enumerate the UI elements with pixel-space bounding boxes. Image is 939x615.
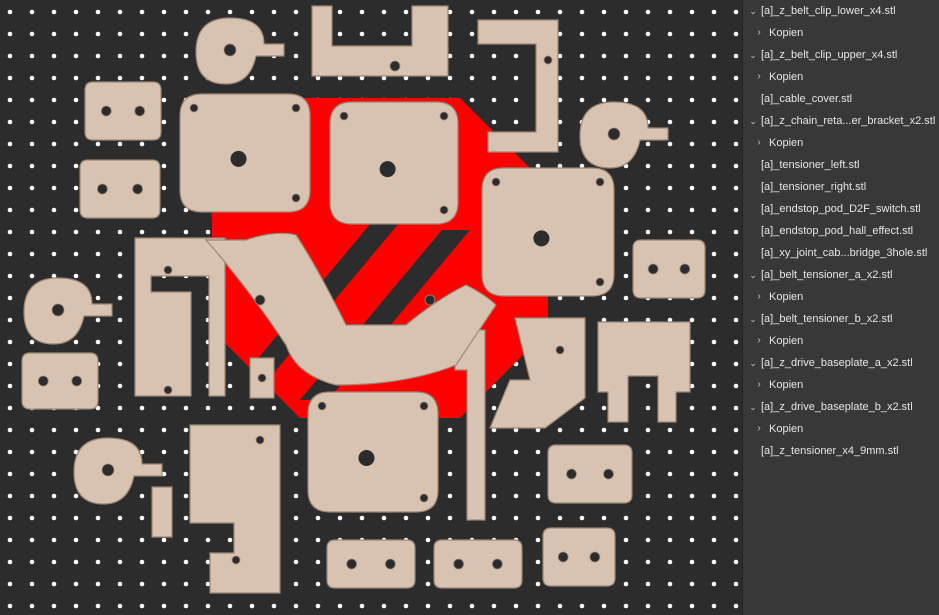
- object-list-item[interactable]: [a]_z_tensioner_x4_9mm.stl: [743, 440, 939, 462]
- object-list-item-label: Kopien: [769, 27, 804, 39]
- part-block-3[interactable]: [21, 352, 99, 410]
- part-belt-clip-2[interactable]: [579, 101, 669, 169]
- object-list-item-label: [a]_tensioner_left.stl: [761, 159, 860, 171]
- chevron-down-icon[interactable]: ⌄: [749, 270, 757, 280]
- object-list-item[interactable]: ⌄ [a]_z_belt_clip_lower_x4.stl: [743, 0, 939, 22]
- part-belt-clip-3[interactable]: [23, 277, 113, 345]
- object-list-item-label: [a]_belt_tensioner_a_x2.stl: [761, 269, 893, 281]
- object-list-item[interactable]: [a]_tensioner_right.stl: [743, 176, 939, 198]
- print-bed-viewport[interactable]: [0, 0, 742, 615]
- printed-parts-layer: [21, 5, 706, 594]
- chevron-right-icon[interactable]: ›: [757, 335, 761, 346]
- object-list-item[interactable]: [a]_xy_joint_cab...bridge_3hole.stl: [743, 242, 939, 264]
- object-list-item-label: Kopien: [769, 71, 804, 83]
- chevron-down-icon[interactable]: ⌄: [749, 116, 757, 126]
- part-chain-bracket[interactable]: [454, 317, 586, 521]
- object-list-copies-item[interactable]: › Kopien: [743, 374, 939, 396]
- part-u-bracket-3[interactable]: [597, 321, 691, 423]
- part-tensioner-left[interactable]: [134, 237, 226, 397]
- chevron-right-icon[interactable]: ›: [757, 27, 761, 38]
- part-block-1[interactable]: [84, 81, 162, 141]
- object-list-item-label: [a]_z_tensioner_x4_9mm.stl: [761, 445, 899, 457]
- object-list-item[interactable]: [a]_endstop_pod_D2F_switch.stl: [743, 198, 939, 220]
- part-u-bracket-1[interactable]: [311, 5, 449, 77]
- part-belt-clip-1[interactable]: [195, 17, 285, 85]
- object-list-item-label: [a]_xy_joint_cab...bridge_3hole.stl: [761, 247, 928, 259]
- object-list-item-label: Kopien: [769, 379, 804, 391]
- part-xy-joint-bridge[interactable]: [204, 232, 497, 386]
- object-list-item-label: [a]_endstop_pod_hall_effect.stl: [761, 225, 914, 237]
- object-list-copies-item[interactable]: › Kopien: [743, 286, 939, 308]
- object-list-item[interactable]: ⌄ [a]_z_drive_baseplate_a_x2.stl: [743, 352, 939, 374]
- object-list-item-label: [a]_z_drive_baseplate_a_x2.stl: [761, 357, 913, 369]
- part-endstop-pod[interactable]: [249, 357, 275, 399]
- object-list-panel: ⌄[a]_z_belt_clip_lower_x4.stl›Kopien⌄[a]…: [743, 0, 939, 615]
- object-list-item-label: Kopien: [769, 335, 804, 347]
- part-drive-plate-1[interactable]: [179, 93, 311, 213]
- part-block-7[interactable]: [433, 539, 523, 589]
- panel-divider[interactable]: [742, 0, 743, 615]
- object-list-item-label: [a]_tensioner_right.stl: [761, 181, 867, 193]
- object-list-copies-item[interactable]: › Kopien: [743, 330, 939, 352]
- chevron-down-icon[interactable]: ⌄: [749, 402, 757, 412]
- part-drive-plate-3[interactable]: [481, 167, 615, 297]
- part-u-bracket-2[interactable]: [477, 19, 559, 153]
- object-list-item-label: [a]_z_belt_clip_lower_x4.stl: [761, 5, 896, 17]
- object-list-item-label: Kopien: [769, 423, 804, 435]
- chevron-right-icon[interactable]: ›: [757, 137, 761, 148]
- object-list-item[interactable]: [a]_tensioner_left.stl: [743, 154, 939, 176]
- object-list-copies-item[interactable]: › Kopien: [743, 22, 939, 44]
- object-list-item[interactable]: [a]_endstop_pod_hall_effect.stl: [743, 220, 939, 242]
- part-block-2[interactable]: [79, 159, 161, 219]
- build-plate-view[interactable]: [0, 0, 742, 615]
- part-block-5[interactable]: [542, 527, 616, 587]
- chevron-down-icon[interactable]: ⌄: [749, 6, 757, 16]
- object-list-item-label: Kopien: [769, 291, 804, 303]
- object-list-item-label: [a]_belt_tensioner_b_x2.stl: [761, 313, 893, 325]
- chevron-right-icon[interactable]: ›: [757, 379, 761, 390]
- object-list-item[interactable]: ⌄ [a]_z_belt_clip_upper_x4.stl: [743, 44, 939, 66]
- object-list-copies-item[interactable]: › Kopien: [743, 66, 939, 88]
- part-belt-clip-4[interactable]: [73, 437, 163, 505]
- object-list-item-label: Kopien: [769, 137, 804, 149]
- object-list-item[interactable]: ⌄ [a]_z_chain_reta...er_bracket_x2.stl: [743, 110, 939, 132]
- part-block-6[interactable]: [326, 539, 416, 589]
- object-list-item[interactable]: ⌄ [a]_belt_tensioner_b_x2.stl: [743, 308, 939, 330]
- object-list-copies-item[interactable]: › Kopien: [743, 132, 939, 154]
- part-drive-plate-4[interactable]: [307, 391, 439, 513]
- part-drive-plate-2[interactable]: [329, 101, 459, 225]
- part-tensioner-right[interactable]: [189, 424, 281, 594]
- chevron-down-icon[interactable]: ⌄: [749, 50, 757, 60]
- object-list-item-label: [a]_z_drive_baseplate_b_x2.stl: [761, 401, 913, 413]
- chevron-down-icon[interactable]: ⌄: [749, 358, 757, 368]
- chevron-right-icon[interactable]: ›: [757, 71, 761, 82]
- object-list-item[interactable]: ⌄ [a]_belt_tensioner_a_x2.stl: [743, 264, 939, 286]
- object-list-item-label: [a]_z_belt_clip_upper_x4.stl: [761, 49, 898, 61]
- object-list-item[interactable]: ⌄ [a]_z_drive_baseplate_b_x2.stl: [743, 396, 939, 418]
- object-list-copies-item[interactable]: › Kopien: [743, 418, 939, 440]
- object-list-item-label: [a]_z_chain_reta...er_bracket_x2.stl: [761, 115, 936, 127]
- part-cable-cover[interactable]: [151, 486, 173, 538]
- chevron-down-icon[interactable]: ⌄: [749, 314, 757, 324]
- object-list: ⌄[a]_z_belt_clip_lower_x4.stl›Kopien⌄[a]…: [743, 0, 939, 462]
- chevron-right-icon[interactable]: ›: [757, 423, 761, 434]
- object-list-item-label: [a]_endstop_pod_D2F_switch.stl: [761, 203, 921, 215]
- part-block-8[interactable]: [632, 239, 706, 299]
- object-list-item[interactable]: [a]_cable_cover.stl: [743, 88, 939, 110]
- object-list-item-label: [a]_cable_cover.stl: [761, 93, 853, 105]
- part-block-4[interactable]: [547, 444, 633, 504]
- chevron-right-icon[interactable]: ›: [757, 291, 761, 302]
